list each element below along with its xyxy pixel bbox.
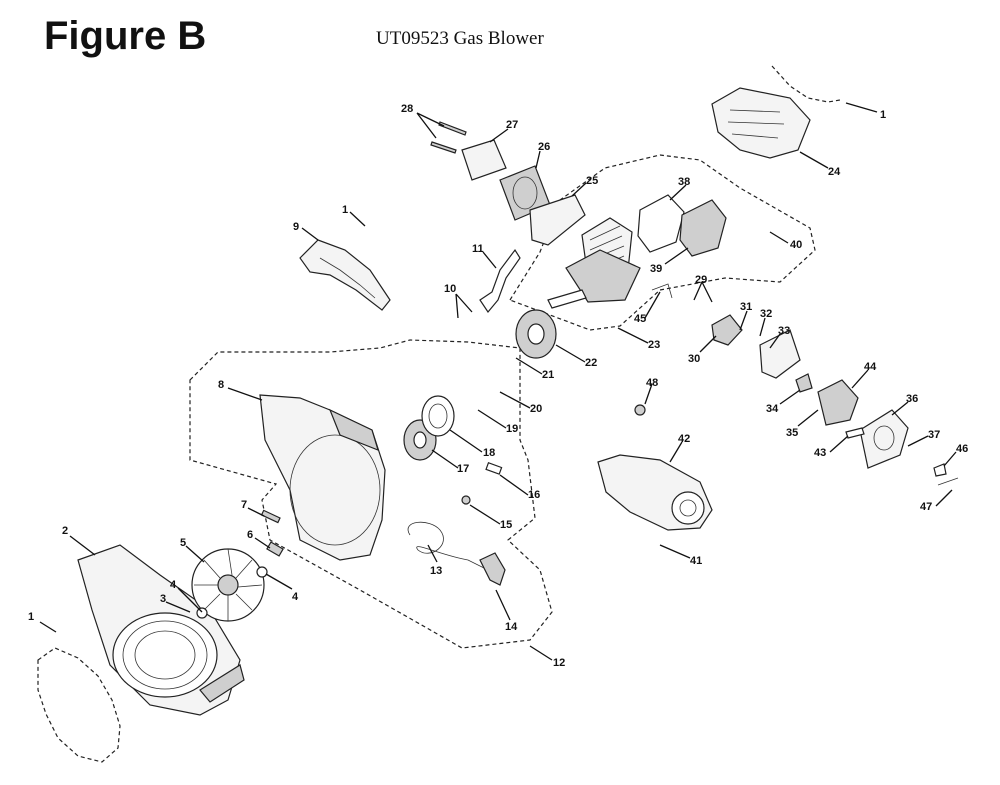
callout-1-left: 1 bbox=[28, 611, 34, 623]
callout-8: 8 bbox=[218, 379, 224, 391]
callout-11: 11 bbox=[472, 243, 484, 255]
air-filter-27-part bbox=[461, 139, 507, 181]
callout-31: 31 bbox=[740, 301, 752, 313]
blower-housing-part bbox=[77, 544, 245, 716]
callout-labels: 1 1 1 2 3 4 4 5 6 7 8 9 10 11 12 13 14 1… bbox=[28, 103, 968, 669]
callout-34: 34 bbox=[766, 403, 779, 415]
callout-1-handle: 1 bbox=[342, 204, 348, 216]
callout-19: 19 bbox=[506, 423, 518, 435]
engine-cover-part bbox=[711, 87, 811, 159]
callout-45: 45 bbox=[634, 313, 646, 325]
callout-23: 23 bbox=[648, 339, 660, 351]
part-16 bbox=[485, 462, 503, 475]
callout-46: 46 bbox=[956, 443, 968, 455]
callout-10: 10 bbox=[444, 283, 456, 295]
callout-32: 32 bbox=[760, 308, 772, 320]
starter-handle-part bbox=[479, 552, 506, 586]
callout-47: 47 bbox=[920, 501, 932, 513]
callout-1-top: 1 bbox=[880, 109, 886, 121]
part-34 bbox=[795, 373, 813, 393]
callout-48: 48 bbox=[646, 377, 658, 389]
callout-15: 15 bbox=[500, 519, 512, 531]
callout-16: 16 bbox=[528, 489, 540, 501]
callout-44: 44 bbox=[864, 361, 877, 373]
callout-39: 39 bbox=[650, 263, 662, 275]
callout-13: 13 bbox=[430, 565, 442, 577]
callout-2: 2 bbox=[62, 525, 68, 537]
impeller-part bbox=[191, 548, 265, 622]
callout-12: 12 bbox=[553, 657, 565, 669]
pulley-17-inner bbox=[413, 431, 427, 449]
diagram-title: UT09523 Gas Blower bbox=[376, 28, 544, 49]
gasket-38-part bbox=[637, 194, 685, 253]
spring-18-part bbox=[421, 395, 455, 437]
main-housing-part bbox=[259, 394, 386, 561]
callout-14: 14 bbox=[505, 621, 518, 633]
callout-22: 22 bbox=[585, 357, 597, 369]
callout-30: 30 bbox=[688, 353, 700, 365]
figure-label: Figure B bbox=[44, 14, 207, 58]
callout-43: 43 bbox=[814, 447, 826, 459]
callout-20: 20 bbox=[530, 403, 542, 415]
callout-7: 7 bbox=[241, 499, 247, 511]
callout-26: 26 bbox=[538, 141, 550, 153]
callout-18: 18 bbox=[483, 447, 495, 459]
air-box-36-hole bbox=[873, 425, 895, 451]
spring-18-inner bbox=[428, 403, 448, 429]
callout-37: 37 bbox=[928, 429, 940, 441]
callout-3: 3 bbox=[160, 593, 166, 605]
callout-21: 21 bbox=[542, 369, 554, 381]
part-45 bbox=[651, 283, 673, 299]
callout-5: 5 bbox=[180, 537, 186, 549]
air-filter-25-part bbox=[529, 194, 586, 246]
callout-24: 24 bbox=[828, 166, 841, 178]
callout-25: 25 bbox=[586, 175, 598, 187]
air-box-36-part bbox=[859, 409, 909, 469]
handle-9-part bbox=[299, 239, 391, 311]
washer-4-part bbox=[196, 607, 208, 619]
callout-38: 38 bbox=[678, 176, 690, 188]
callout-41: 41 bbox=[690, 555, 702, 567]
part-47 bbox=[937, 477, 959, 486]
gasket-group-1-outline bbox=[37, 647, 121, 763]
gasket-39-part bbox=[679, 199, 727, 257]
screw-7-part bbox=[260, 509, 281, 524]
air-filter-26-inner bbox=[512, 176, 538, 210]
callout-9: 9 bbox=[293, 221, 299, 233]
callout-42: 42 bbox=[678, 433, 690, 445]
engine-cylinder-part bbox=[547, 217, 641, 309]
spacer-6-part bbox=[266, 541, 284, 557]
callout-40: 40 bbox=[790, 239, 802, 251]
ignition-30-part bbox=[711, 314, 743, 346]
callout-17: 17 bbox=[457, 463, 469, 475]
gasket-group-top-outline bbox=[771, 65, 841, 103]
callout-4-left: 4 bbox=[170, 579, 177, 591]
callout-6: 6 bbox=[247, 529, 253, 541]
callout-35: 35 bbox=[786, 427, 798, 439]
group-23-outline bbox=[509, 154, 816, 331]
bracket-33-part bbox=[759, 329, 801, 379]
callout-33: 33 bbox=[778, 325, 790, 337]
callout-36: 36 bbox=[906, 393, 918, 405]
starter-rope-part bbox=[407, 521, 489, 571]
callout-4-right: 4 bbox=[292, 591, 299, 603]
carburetor-44-part bbox=[817, 379, 859, 426]
part-46 bbox=[933, 463, 947, 477]
throttle-cable-part bbox=[479, 248, 521, 314]
flywheel-inner bbox=[527, 323, 545, 345]
callout-27: 27 bbox=[506, 119, 518, 131]
fuel-tank-part bbox=[597, 454, 713, 531]
part-48 bbox=[634, 404, 646, 416]
callout-28: 28 bbox=[401, 103, 413, 115]
washer-4b-part bbox=[256, 566, 268, 578]
part-15 bbox=[461, 495, 471, 505]
leader-lines bbox=[39, 102, 957, 661]
callout-29: 29 bbox=[695, 274, 707, 286]
